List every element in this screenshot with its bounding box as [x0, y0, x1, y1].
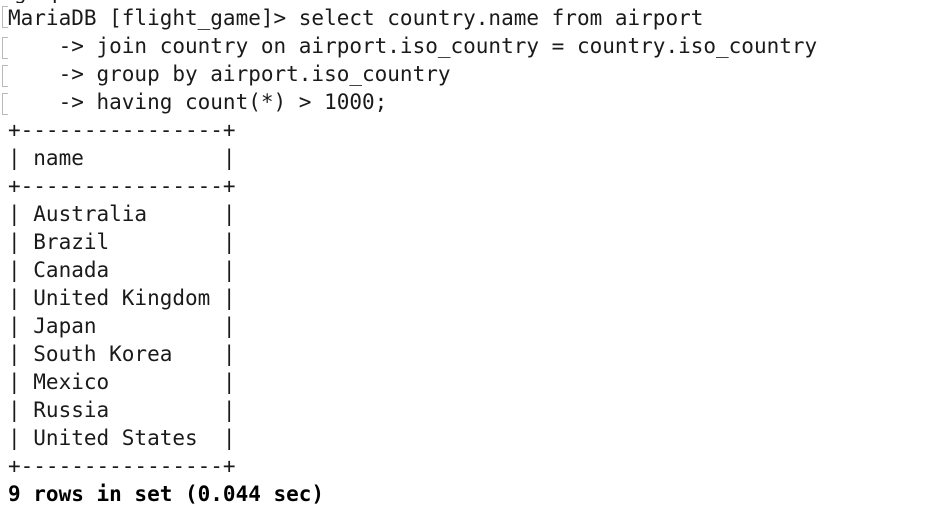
table-border-bottom: +----------------+	[8, 454, 236, 478]
input-line-marker	[2, 6, 8, 28]
sql-continuation-line: -> join country on airport.iso_country =…	[8, 34, 818, 58]
input-line-marker	[2, 65, 8, 87]
table-row: | Japan |	[8, 314, 236, 338]
table-row: | South Korea |	[8, 342, 236, 366]
table-row: | Brazil |	[8, 230, 236, 254]
input-line-marker	[2, 37, 8, 59]
sql-prompt-line: MariaDB [flight_game]> select country.na…	[8, 6, 704, 30]
sql-continuation-line: -> group by airport.iso_country	[8, 62, 451, 86]
table-row: | Canada |	[8, 258, 236, 282]
result-summary: 9 rows in set (0.044 sec)	[8, 482, 325, 506]
table-row: | Mexico |	[8, 370, 236, 394]
table-row: | Australia |	[8, 202, 236, 226]
table-row: | Russia |	[8, 398, 236, 422]
table-border-header: +----------------+	[8, 174, 236, 198]
input-line-marker	[2, 93, 8, 115]
table-row: | United States |	[8, 426, 236, 450]
table-row: | United Kingdom |	[8, 286, 236, 310]
table-border-top: +----------------+	[8, 118, 236, 142]
sql-continuation-line: -> having count(*) > 1000;	[8, 90, 388, 114]
table-header-row: | name |	[8, 146, 236, 170]
previous-output-fragment: g p	[14, 0, 94, 3]
